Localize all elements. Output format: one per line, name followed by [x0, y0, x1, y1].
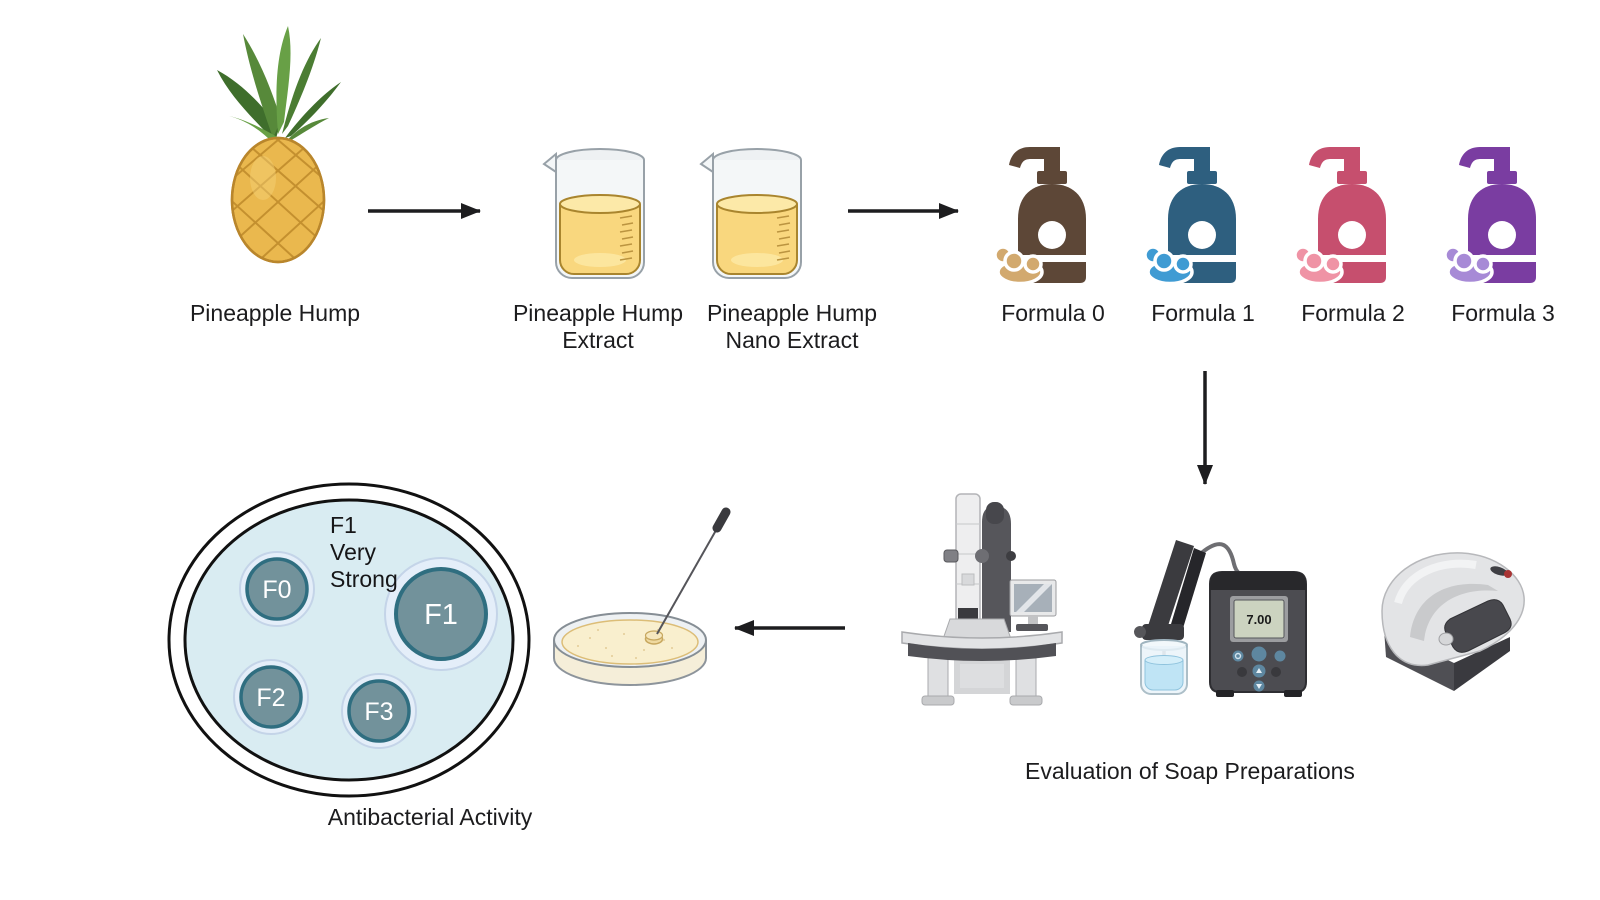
ph-reading-value: 7.00: [1246, 612, 1271, 627]
well-label-f1: F1: [424, 599, 458, 631]
svg-text:Very: Very: [330, 539, 377, 565]
soap-bottle-formula1-icon: [1143, 147, 1241, 286]
soap-bottle-formula0-icon: [993, 147, 1091, 286]
inhibition-well-f1: F1: [384, 557, 498, 671]
inhibition-well-f2: F2: [233, 659, 309, 735]
beaker-nano-extract-icon: [699, 148, 802, 279]
pineapple-label: Pineapple Hump: [189, 300, 361, 326]
pineapple-icon: [217, 26, 341, 264]
nano-extract-beaker-label: Pineapple Hump Nano Extract: [706, 300, 878, 353]
result-annotation: F1 Very Strong: [330, 512, 398, 592]
antibacterial-label: Antibacterial Activity: [327, 804, 533, 830]
well-label-f3: F3: [364, 698, 393, 726]
electron-microscope-icon: [901, 493, 1063, 706]
well-label-f2: F2: [256, 684, 285, 712]
svg-text:F1: F1: [330, 512, 357, 538]
formula3-label: Formula 3: [1451, 300, 1555, 326]
soap-bottle-formula3-icon: [1443, 147, 1541, 286]
soap-bottle-formula2-icon: [1293, 147, 1391, 286]
spectrophotometer-icon: [1381, 552, 1525, 691]
inhibition-well-f3: F3: [341, 673, 417, 749]
svg-text:Strong: Strong: [330, 566, 398, 592]
formula1-label: Formula 1: [1151, 300, 1255, 326]
antibacterial-petri-dish-icon: F0 F1 F2 F3 F1 Very Strong: [167, 482, 531, 798]
formula0-label: Formula 0: [1001, 300, 1105, 326]
extract-beaker-label: Pineapple Hump Extract: [512, 300, 684, 353]
petri-dish-inoculation-icon: [553, 507, 731, 686]
beaker-extract-icon: [542, 148, 645, 279]
ph-meter-icon: 7.00: [1134, 540, 1307, 697]
formula2-label: Formula 2: [1301, 300, 1405, 326]
inhibition-well-f0: F0: [239, 551, 315, 627]
evaluation-label: Evaluation of Soap Preparations: [1025, 758, 1355, 784]
well-label-f0: F0: [262, 576, 291, 604]
